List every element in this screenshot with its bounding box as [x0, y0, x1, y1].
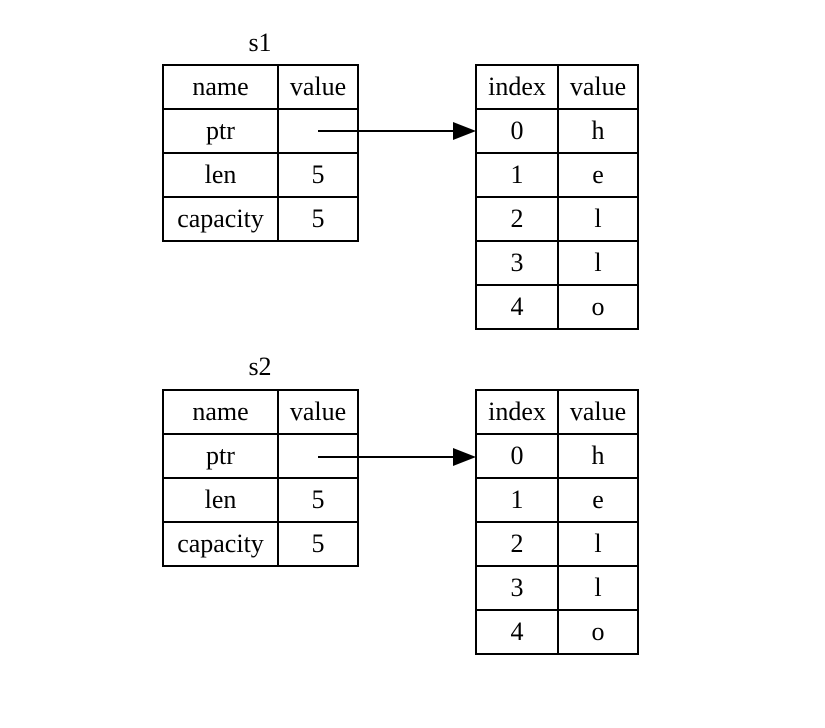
stack-table-s1: name value ptr len 5 capacity 5	[162, 64, 359, 242]
ptr-value-cell	[277, 433, 359, 479]
index-cell: 4	[475, 609, 559, 655]
field-value: 5	[277, 521, 359, 567]
header-name: name	[162, 389, 279, 435]
table-row: len 5	[162, 477, 359, 523]
header-value: value	[557, 389, 639, 435]
char-cell: l	[557, 240, 639, 286]
index-cell: 1	[475, 152, 559, 198]
table-row: 1 e	[475, 477, 639, 523]
table-row: ptr	[162, 108, 359, 154]
table-row: capacity 5	[162, 521, 359, 567]
table-row: 3 l	[475, 565, 639, 611]
index-cell: 3	[475, 565, 559, 611]
heap-table-s2: index value 0 h 1 e 2 l 3 l 4 o	[475, 389, 639, 655]
table-header-row: index value	[475, 64, 639, 110]
header-value: value	[277, 389, 359, 435]
table-row: 0 h	[475, 433, 639, 479]
table-header-row: name value	[162, 389, 359, 435]
header-index: index	[475, 389, 559, 435]
table-row: 0 h	[475, 108, 639, 154]
string-label-s2: s2	[248, 352, 272, 381]
char-cell: h	[557, 433, 639, 479]
header-value: value	[277, 64, 359, 110]
field-name: ptr	[162, 108, 279, 154]
table-row: 2 l	[475, 196, 639, 242]
header-value: value	[557, 64, 639, 110]
char-cell: o	[557, 609, 639, 655]
table-header-row: index value	[475, 389, 639, 435]
table-row: 4 o	[475, 609, 639, 655]
index-cell: 4	[475, 284, 559, 330]
string-label-s1: s1	[248, 28, 272, 57]
field-name: ptr	[162, 433, 279, 479]
table-header-row: name value	[162, 64, 359, 110]
index-cell: 0	[475, 433, 559, 479]
char-cell: l	[557, 196, 639, 242]
field-value: 5	[277, 477, 359, 523]
table-row: ptr	[162, 433, 359, 479]
char-cell: h	[557, 108, 639, 154]
header-name: name	[162, 64, 279, 110]
field-name: len	[162, 477, 279, 523]
table-row: 2 l	[475, 521, 639, 567]
table-row: len 5	[162, 152, 359, 198]
char-cell: e	[557, 477, 639, 523]
char-cell: l	[557, 521, 639, 567]
table-row: capacity 5	[162, 196, 359, 242]
index-cell: 1	[475, 477, 559, 523]
index-cell: 3	[475, 240, 559, 286]
ptr-value-cell	[277, 108, 359, 154]
field-value: 5	[277, 152, 359, 198]
field-name: capacity	[162, 521, 279, 567]
heap-table-s1: index value 0 h 1 e 2 l 3 l 4 o	[475, 64, 639, 330]
index-cell: 2	[475, 196, 559, 242]
field-value: 5	[277, 196, 359, 242]
char-cell: o	[557, 284, 639, 330]
index-cell: 2	[475, 521, 559, 567]
field-name: len	[162, 152, 279, 198]
stack-table-s2: name value ptr len 5 capacity 5	[162, 389, 359, 567]
index-cell: 0	[475, 108, 559, 154]
table-row: 1 e	[475, 152, 639, 198]
table-row: 3 l	[475, 240, 639, 286]
char-cell: e	[557, 152, 639, 198]
char-cell: l	[557, 565, 639, 611]
field-name: capacity	[162, 196, 279, 242]
table-row: 4 o	[475, 284, 639, 330]
header-index: index	[475, 64, 559, 110]
